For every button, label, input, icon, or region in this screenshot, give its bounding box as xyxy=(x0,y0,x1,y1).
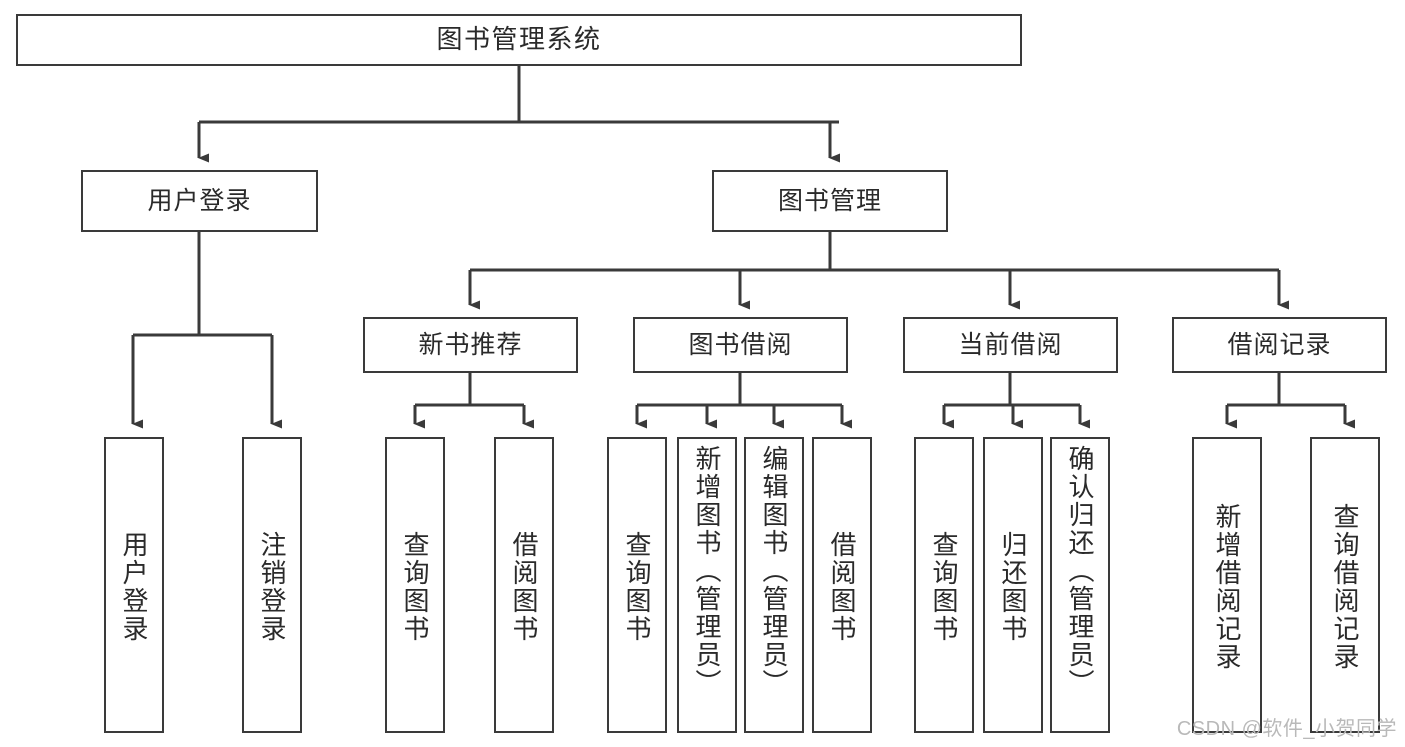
node-label: 确认归还（管理员） xyxy=(1065,445,1095,697)
node-label: 当前借阅 xyxy=(958,331,1063,359)
node-current-borrow[interactable]: 当前借阅 xyxy=(903,317,1118,373)
leaf-borrow-book-recommend[interactable]: 借阅图书 xyxy=(494,437,554,733)
node-label: 归还图书 xyxy=(998,531,1028,643)
leaf-query-borrow-record[interactable]: 查询借阅记录 xyxy=(1310,437,1380,733)
leaf-confirm-return-admin[interactable]: 确认归还（管理员） xyxy=(1050,437,1110,733)
node-label: 新增图书（管理员） xyxy=(692,445,722,697)
leaf-user-login[interactable]: 用户登录 xyxy=(104,437,164,733)
node-label: 用户登录 xyxy=(119,531,149,643)
node-label: 借阅图书 xyxy=(827,531,857,643)
leaf-borrow-book[interactable]: 借阅图书 xyxy=(812,437,872,733)
node-book-management[interactable]: 图书管理 xyxy=(712,170,948,232)
node-new-book-recommend[interactable]: 新书推荐 xyxy=(363,317,578,373)
leaf-edit-book-admin[interactable]: 编辑图书（管理员） xyxy=(744,437,804,733)
node-label: 新书推荐 xyxy=(418,331,523,359)
leaf-query-book-recommend[interactable]: 查询图书 xyxy=(385,437,445,733)
node-label: 查询图书 xyxy=(929,531,959,643)
node-label: 借阅图书 xyxy=(509,531,539,643)
node-borrow-record[interactable]: 借阅记录 xyxy=(1172,317,1387,373)
leaf-query-book-borrow[interactable]: 查询图书 xyxy=(607,437,667,733)
node-root-book-management-system[interactable]: 图书管理系统 xyxy=(16,14,1022,66)
node-label: 图书管理系统 xyxy=(436,24,602,55)
leaf-logout[interactable]: 注销登录 xyxy=(242,437,302,733)
node-label: 注销登录 xyxy=(257,531,287,643)
node-user-login[interactable]: 用户登录 xyxy=(81,170,318,232)
node-label: 查询图书 xyxy=(400,531,430,643)
node-label: 查询图书 xyxy=(622,531,652,643)
node-book-borrow[interactable]: 图书借阅 xyxy=(633,317,848,373)
node-label: 查询借阅记录 xyxy=(1330,503,1360,671)
node-label: 图书管理 xyxy=(777,187,882,215)
node-label: 用户登录 xyxy=(147,187,252,215)
node-label: 图书借阅 xyxy=(688,331,793,359)
leaf-return-book[interactable]: 归还图书 xyxy=(983,437,1043,733)
watermark: CSDN @软件_小贺同学 xyxy=(1176,718,1397,740)
leaf-add-book-admin[interactable]: 新增图书（管理员） xyxy=(677,437,737,733)
leaf-query-book-current[interactable]: 查询图书 xyxy=(914,437,974,733)
node-label: 编辑图书（管理员） xyxy=(759,445,789,697)
leaf-add-borrow-record[interactable]: 新增借阅记录 xyxy=(1192,437,1262,733)
node-label: 新增借阅记录 xyxy=(1212,503,1242,671)
node-label: 借阅记录 xyxy=(1227,331,1332,359)
